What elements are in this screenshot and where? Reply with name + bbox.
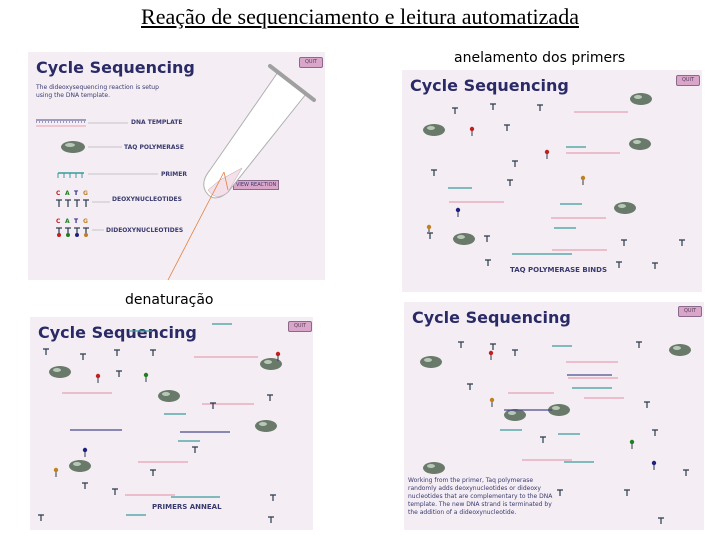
panel-setup: Cycle Sequencing QUIT The dideoxysequenc… — [28, 52, 325, 280]
panel-extension: Cycle Sequencing QUIT Working from the p… — [404, 302, 704, 530]
label-primer: PRIMER — [161, 171, 187, 178]
label-dideoxynucleotides: DIDEOXYNUCLEOTIDES — [106, 227, 184, 234]
quit-button[interactable]: QUIT — [676, 75, 700, 86]
tube-icon — [203, 64, 316, 199]
extension-illustration — [420, 341, 691, 524]
base-letter: T — [74, 218, 79, 225]
app-title: Cycle Sequencing — [412, 308, 571, 327]
status-text: TAQ POLYMERASE BINDS — [510, 266, 608, 274]
note-line: nucleotides that are complementary to th… — [408, 493, 553, 500]
base-letter: G — [83, 190, 88, 197]
taq-polymerase-icon — [61, 141, 85, 153]
intro-text: The dideoxysequencing reaction is setup … — [36, 84, 159, 100]
dna-template-graphic — [36, 119, 86, 127]
quit-button[interactable]: QUIT — [678, 306, 702, 317]
primers-anneal-illustration — [38, 323, 282, 523]
app-title: Cycle Sequencing — [36, 58, 195, 77]
label-dna-template: DNA TEMPLATE — [131, 119, 183, 126]
note-line: the addition of a dideoxynucleotide. — [408, 509, 517, 516]
base-letter: C — [56, 218, 61, 225]
base-letter: T — [74, 190, 79, 197]
panel-taq-binds: Cycle Sequencing QUIT TAQ POLYMERASE BIN… — [402, 70, 702, 292]
panel-primers-anneal: Cycle Sequencing QUIT PRIMERS ANNEAL — [30, 317, 313, 530]
status-text: PRIMERS ANNEAL — [152, 503, 222, 511]
setup-illustration — [36, 64, 316, 280]
base-letter: C — [56, 190, 61, 197]
caption-denaturation: denaturação — [125, 292, 214, 308]
polymerase-blobs — [423, 93, 652, 245]
intro-line: using the DNA template. — [36, 92, 110, 99]
quit-button[interactable]: QUIT — [299, 57, 323, 68]
label-deoxynucleotides: DEOXYNUCLEOTIDES — [112, 196, 182, 203]
note-line: randomly adds deoxynucleotides or dideox… — [408, 485, 541, 492]
slide-title: Reação de sequenciamento e leitura autom… — [141, 4, 579, 29]
base-letter: G — [83, 218, 88, 225]
note-line: Working from the primer, Taq polymerase — [408, 477, 534, 484]
app-title: Cycle Sequencing — [410, 76, 569, 95]
caption-annealing: anelamento dos primers — [454, 50, 626, 66]
app-title: Cycle Sequencing — [38, 323, 197, 342]
quit-button[interactable]: QUIT — [288, 321, 312, 332]
explanation-text: Working from the primer, Taq polymerase … — [408, 477, 552, 517]
label-taq-polymerase: TAQ POLYMERASE — [124, 144, 184, 151]
base-letter: A — [65, 218, 70, 225]
intro-line: The dideoxysequencing reaction is setup — [36, 84, 159, 91]
note-line: template. The new DNA strand is terminat… — [408, 501, 552, 508]
taq-binds-illustration — [423, 93, 685, 269]
base-letter: A — [65, 190, 70, 197]
